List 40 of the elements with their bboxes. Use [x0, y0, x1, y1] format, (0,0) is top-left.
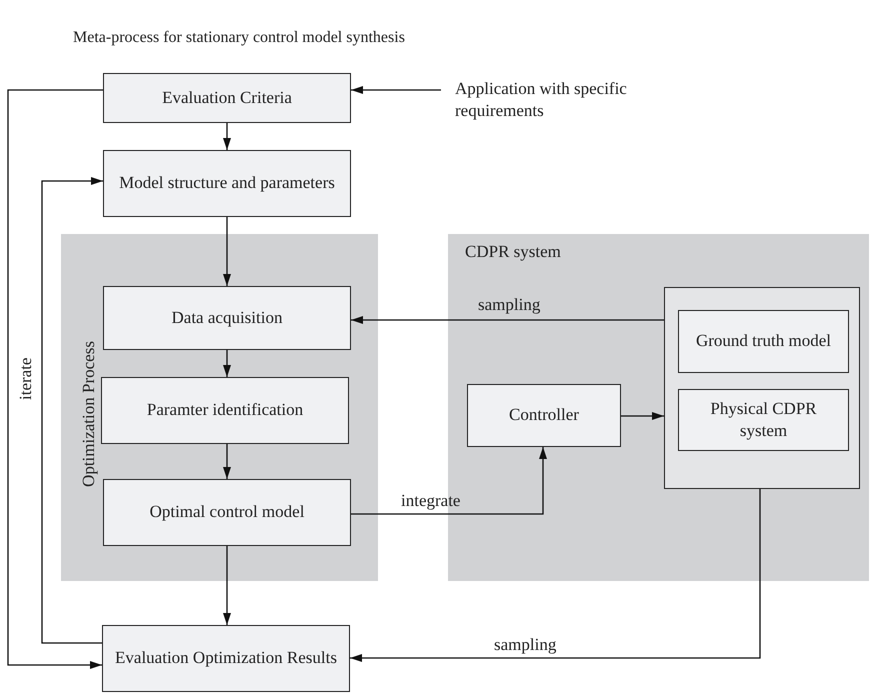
process-box — [103, 150, 351, 217]
box-label: Data acquisition — [170, 306, 284, 329]
box-label: Evaluation Optimization Results — [114, 647, 338, 670]
arrow — [223, 444, 231, 479]
input-text: Application with specific requirements — [455, 78, 628, 122]
diagram-title: Meta-process for stationary control model synthesis — [73, 29, 405, 47]
process-box — [103, 286, 351, 350]
arrow — [223, 217, 231, 286]
arrow — [223, 546, 231, 625]
arrow — [621, 412, 664, 420]
arrow — [7, 89, 103, 669]
group-title: CDPR system — [465, 242, 561, 262]
edge-label: integrate — [401, 491, 460, 511]
edge-label: sampling — [494, 635, 556, 655]
box-label: Ground truth model — [694, 330, 832, 352]
box-label: Paramter identification — [146, 399, 304, 422]
arrow — [41, 177, 103, 644]
box-label: Evaluation Criteria — [161, 86, 293, 109]
process-box — [103, 73, 351, 123]
arrow — [351, 316, 664, 324]
arrow — [223, 123, 231, 150]
system-box — [664, 287, 860, 489]
process-box — [102, 625, 350, 692]
process-box — [101, 377, 349, 444]
box-label: Optimal control model — [148, 501, 306, 524]
edge-label: iterate — [16, 358, 36, 400]
process-box — [103, 479, 351, 546]
process-box — [678, 389, 849, 451]
group-panel — [61, 234, 378, 581]
group-title: Optimization Process — [79, 341, 99, 487]
arrow — [351, 86, 441, 94]
process-box — [467, 384, 621, 447]
box-label: Model structure and parameters — [118, 172, 336, 194]
box-label: Controller — [508, 404, 580, 426]
arrow — [351, 447, 547, 515]
edge-label: sampling — [478, 295, 540, 315]
arrow — [350, 489, 761, 662]
process-box — [678, 310, 849, 373]
arrow — [223, 350, 231, 377]
box-label: Physical CDPR system — [709, 398, 818, 442]
